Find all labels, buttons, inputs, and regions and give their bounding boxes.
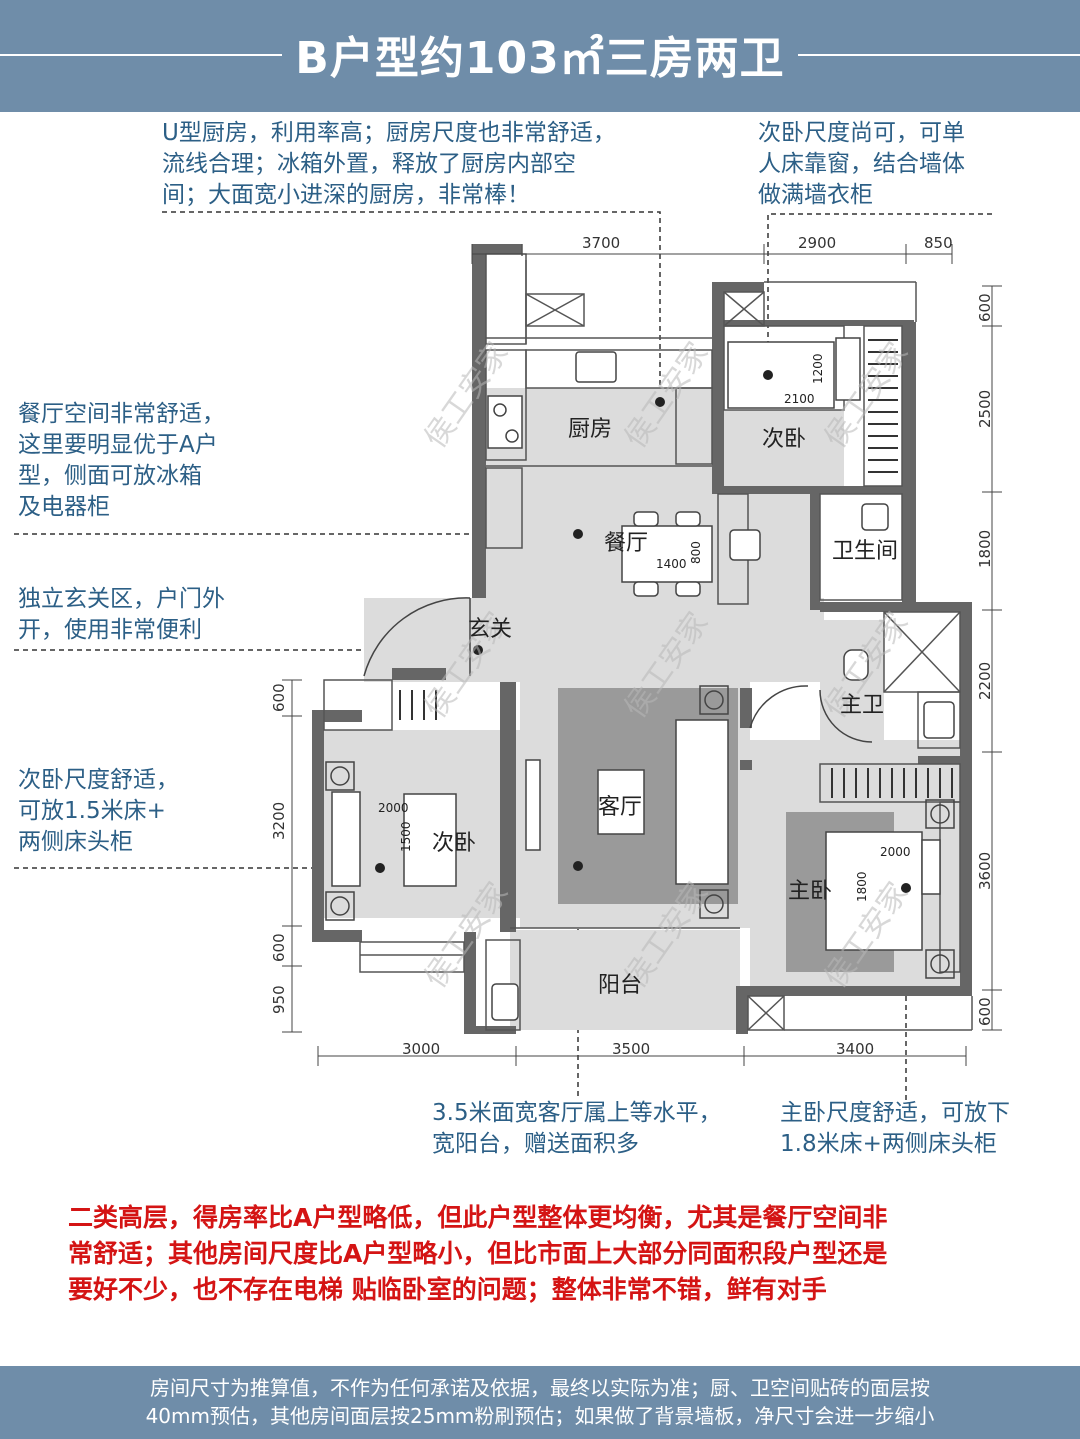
dim-dining-depth: 800 (689, 541, 703, 564)
room-label-entrance: 玄关 (468, 617, 512, 642)
note-second-bedroom-left: 次卧尺度舒适， 可放1.5米床+ 两侧床头柜 (18, 767, 179, 855)
dimension-lines (282, 244, 1002, 1066)
room-label-master: 主卧 (788, 879, 832, 904)
dim-right-6: 600 (976, 997, 994, 1026)
side-tables (325, 403, 955, 979)
kitchen-sink (575, 351, 617, 383)
tv-cabinet (525, 759, 541, 851)
room-label-master-bath: 主卫 (840, 693, 884, 718)
furniture (331, 337, 955, 1021)
dim-bed-left-width: 2000 (378, 801, 409, 815)
room-label-living: 客厅 (598, 795, 642, 820)
dim-left-1: 600 (270, 683, 288, 712)
dim-right-2: 2500 (976, 390, 994, 428)
doors (363, 597, 873, 743)
title-banner: B户型约103㎡三房两卫 (0, 0, 1080, 112)
wardrobe-racks (399, 339, 953, 798)
washbasin-dining (729, 529, 761, 561)
desk-left (331, 791, 361, 887)
stove (487, 395, 523, 449)
sofa (675, 719, 729, 885)
dining-table (621, 525, 713, 583)
room-label-balcony: 阳台 (598, 973, 642, 998)
room-label-bedroom2-top: 次卧 (762, 427, 806, 452)
dim-right-5: 3600 (976, 852, 994, 890)
balcony-sink (491, 983, 519, 1021)
note-kitchen: U型厨房，利用率高；厨房尺度也非常舒适， 流线合理；冰箱外置，释放了厨房内部空 … (162, 120, 616, 208)
dim-top-3: 850 (924, 234, 953, 252)
dim-bed-top-width: 2100 (784, 392, 815, 406)
dim-bottom-1: 3000 (402, 1040, 440, 1058)
note-entrance: 独立玄关区，户门外 开，使用非常便利 (18, 586, 225, 643)
dim-master-bed-length: 1800 (855, 871, 869, 902)
bed-top (727, 341, 835, 409)
room-labels: 厨房 次卧 餐厅 卫生间 玄关 主卫 次卧 客厅 主卧 阳台 (432, 417, 898, 998)
dim-left-4: 950 (270, 985, 288, 1014)
walls (312, 244, 972, 1034)
dim-top-1: 3700 (582, 234, 620, 252)
floor-plan: 侯工安家 侯工安家 侯工安家 侯工安家 侯工安家 侯工安家 侯工安家 侯工安家 … (14, 211, 1002, 1100)
dimension-labels: 3700 2900 850 3000 3500 3400 600 3200 60… (270, 234, 994, 1058)
thin-lines (323, 244, 973, 1031)
footer-disclaimer: 房间尺寸为推算值，不作为任何承诺及依据，最终以实际为准；厨、卫空间贴砖的面层按 … (145, 1376, 935, 1428)
dim-right-3: 1800 (976, 530, 994, 568)
toilet-master (843, 649, 869, 681)
page-title: B户型约103㎡三房两卫 (295, 33, 785, 84)
bed-left (403, 793, 457, 887)
dim-bed-left-length: 1500 (399, 821, 413, 852)
room-label-dining: 餐厅 (604, 531, 648, 556)
dim-left-2: 3200 (270, 802, 288, 840)
banner-rule-right (798, 54, 1080, 56)
dim-dining-width: 1400 (656, 557, 687, 571)
room-label-kitchen: 厨房 (568, 417, 612, 442)
dim-bottom-3: 3400 (836, 1040, 874, 1058)
toilet-bath (861, 503, 889, 531)
dim-bed-top-length: 1200 (811, 353, 825, 384)
dim-right-1: 600 (976, 293, 994, 322)
leader-dots (375, 370, 911, 893)
note-living: 3.5米面宽客厅属上等水平， 宽阳台，赠送面积多 (432, 1100, 722, 1157)
basin-master (923, 701, 955, 739)
room-label-bedroom2-left: 次卧 (432, 831, 476, 856)
room-label-bath: 卫生间 (832, 539, 898, 564)
summary-text: 二类高层，得房率比A户型略低，但此户型整体更均衡，尤其是餐厅空间非 常舒适；其他… (68, 1203, 888, 1304)
note-second-bedroom-top: 次卧尺度尚可，可单 人床靠窗，结合墙体 做满墙衣柜 (758, 120, 965, 208)
dim-left-3: 600 (270, 933, 288, 962)
coffee-table (597, 769, 645, 835)
dim-top-2: 2900 (798, 234, 836, 252)
dim-bottom-2: 3500 (612, 1040, 650, 1058)
footer-banner: 房间尺寸为推算值，不作为任何承诺及依据，最终以实际为准；厨、卫空间贴砖的面层按 … (0, 1366, 1080, 1439)
note-master: 主卧尺度舒适，可放下 1.8米床+两侧床头柜 (780, 1100, 1010, 1157)
banner-rule-left (0, 54, 282, 56)
dim-right-4: 2200 (976, 662, 994, 700)
furniture-dimensions: 2100 1200 1400 800 2000 1500 2000 1800 (378, 353, 911, 902)
dim-master-bed-width: 2000 (880, 845, 911, 859)
note-dining: 餐厅空间非常舒适， 这里要明显优于A户 型，侧面可放冰箱 及电器柜 (18, 401, 225, 520)
